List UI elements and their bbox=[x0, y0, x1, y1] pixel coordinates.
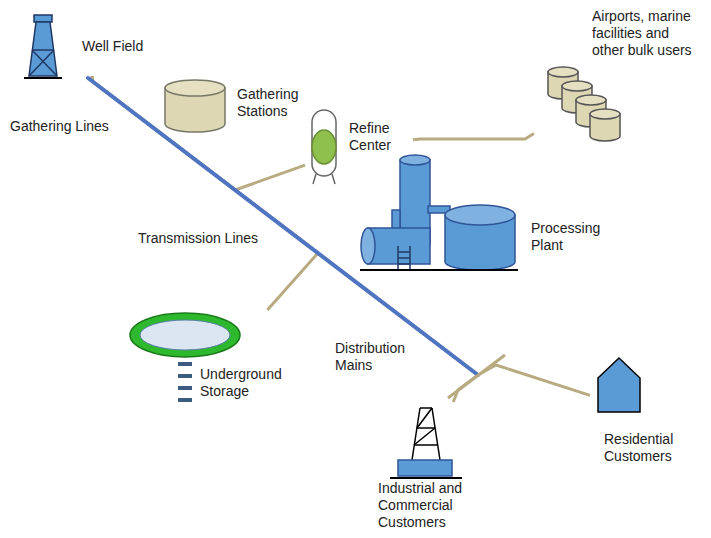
refine-vessel bbox=[312, 110, 336, 184]
well-label: Well Field bbox=[82, 38, 162, 55]
icon-node: Processing Plant bbox=[355, 152, 615, 272]
station-label: Gathering Stations bbox=[237, 86, 312, 120]
bulk-user-label: Airports, marine facilities and other bu… bbox=[592, 8, 704, 59]
icon-node: Refine Center bbox=[305, 108, 413, 184]
main-pipeline bbox=[88, 78, 478, 375]
icon-node: Industrial and Commercial Customers bbox=[372, 402, 482, 535]
pipeline-label: Transmission Lines bbox=[138, 230, 278, 247]
pipeline-connector bbox=[413, 134, 534, 140]
customer-label: Industrial and Commercial Customers bbox=[378, 480, 478, 531]
plant-label: Processing Plant bbox=[531, 220, 611, 254]
house-icon bbox=[598, 358, 640, 412]
industrial-tower bbox=[390, 408, 462, 478]
pipeline-connector bbox=[92, 76, 590, 395]
icon-node: Gathering Stations bbox=[160, 78, 320, 130]
icon-node: Residential Customers bbox=[590, 355, 706, 473]
customer-label: Residential Customers bbox=[604, 431, 694, 465]
storage-label: Underground Storage bbox=[200, 366, 295, 400]
gathering-tank bbox=[165, 80, 225, 132]
bulk-tanks bbox=[548, 67, 620, 141]
refine-label: Refine Center bbox=[349, 120, 409, 154]
processing-plant bbox=[360, 155, 518, 270]
pipeline-connector bbox=[92, 76, 318, 310]
pipeline-label: Distribution Mains bbox=[335, 340, 415, 374]
distribution-crossbar bbox=[448, 355, 505, 398]
pipeline-label: Gathering Lines bbox=[10, 118, 140, 135]
icon-node: Well Field bbox=[22, 10, 166, 76]
icon-node: Underground Storage bbox=[128, 310, 318, 410]
well-derrick bbox=[24, 15, 62, 78]
icon-node: Airports, marine facilities and other bu… bbox=[534, 6, 708, 156]
